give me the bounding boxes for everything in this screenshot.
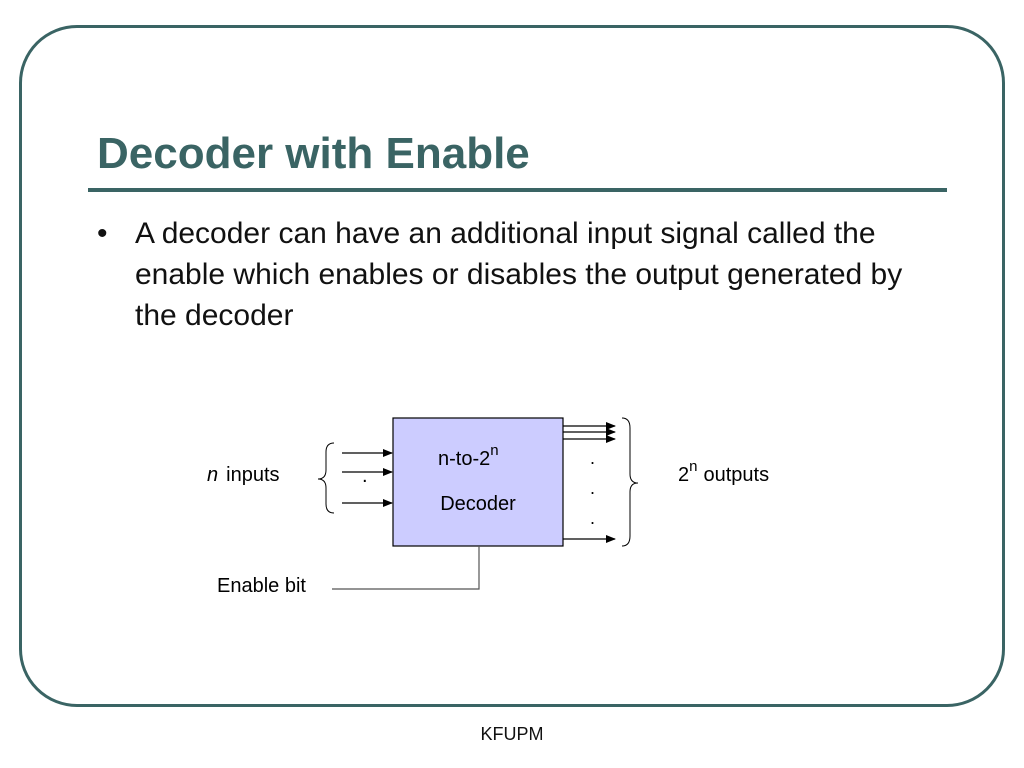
input-brace	[317, 442, 335, 514]
footer-text: KFUPM	[480, 724, 544, 744]
decoder-label-line1: n-to-2n	[438, 442, 499, 470]
enable-line	[332, 546, 480, 590]
bullet-list: • A decoder can have an additional input…	[97, 213, 947, 336]
decoder-block	[392, 417, 564, 547]
output-ellipsis: ...	[590, 448, 595, 528]
bullet-item: • A decoder can have an additional input…	[97, 213, 947, 336]
bullet-text: A decoder can have an additional input s…	[135, 217, 903, 332]
bullet-icon: •	[97, 217, 108, 250]
enable-bit-label: Enable bit	[217, 575, 306, 597]
input-ellipsis: .	[362, 465, 368, 487]
slide-title: Decoder with Enable	[97, 129, 530, 178]
slide-frame	[19, 25, 1005, 707]
output-brace	[621, 417, 639, 547]
decoder-label-line2: Decoder	[440, 493, 516, 515]
title-underline	[88, 188, 947, 192]
